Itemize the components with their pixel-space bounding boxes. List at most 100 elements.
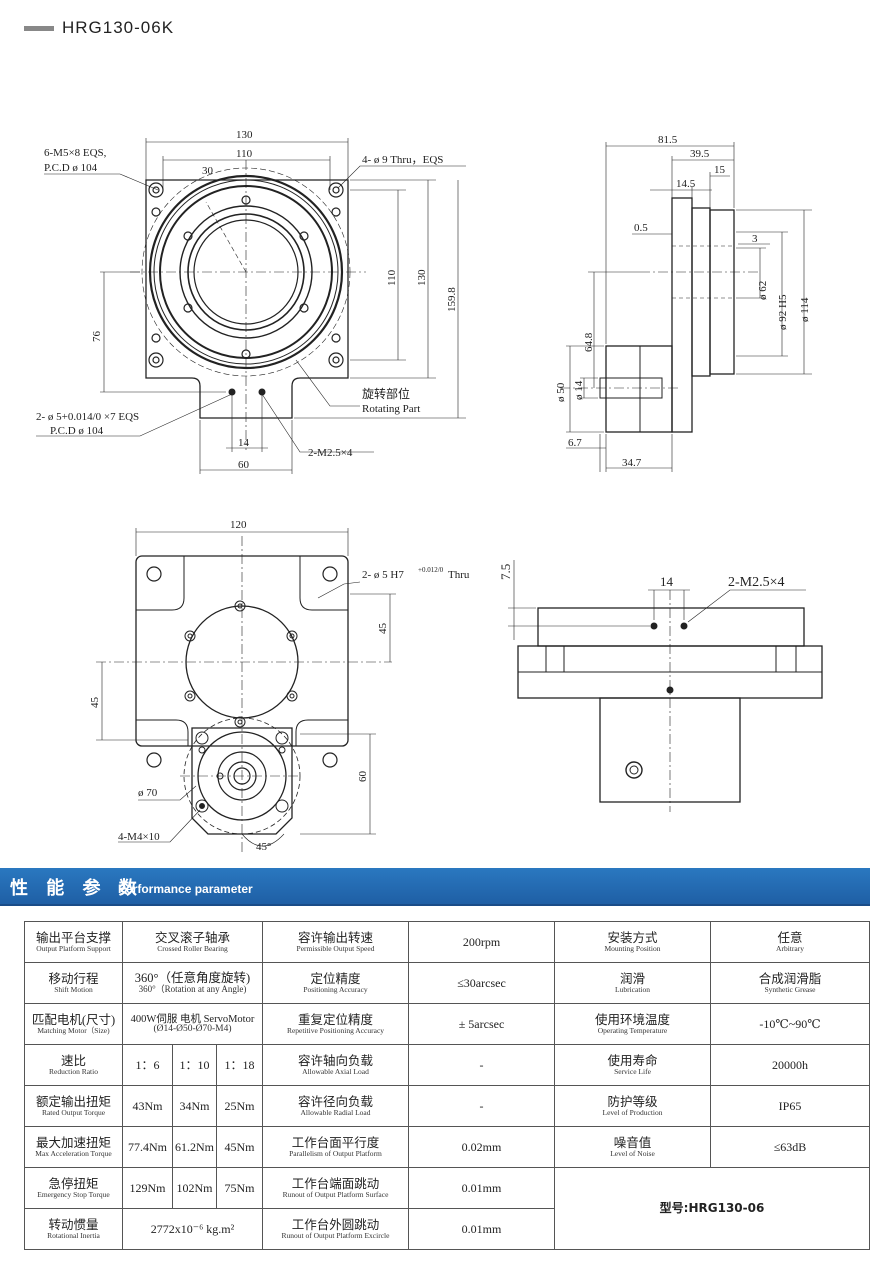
note-m4: 4-M4×10	[118, 831, 160, 843]
model-number: 型号:HRG130-06	[554, 1167, 870, 1250]
torque-value: 43Nm	[122, 1085, 173, 1127]
note-h7-tol: +0.012/0	[418, 566, 444, 574]
dim-14-5: 14.5	[676, 178, 696, 190]
param-value: -10℃~90℃	[710, 1003, 870, 1045]
dim-34-7: 34.7	[622, 457, 642, 469]
dim-39-5: 39.5	[690, 148, 710, 160]
dim-64-8: 64.8	[583, 332, 595, 352]
technical-drawing: 130 110 30 6-M5×8 EQS, P.C.D ø 104 4- ø …	[36, 129, 823, 853]
param-value: ≤30arcsec	[408, 962, 555, 1004]
torque-value: 77.4Nm	[122, 1126, 173, 1168]
performance-title-en: Performance parameter	[118, 882, 253, 896]
side-view	[560, 142, 812, 472]
param-value: 400W伺服 电机 ServoMotor(Ø14-Ø50-Ø70-M4)	[122, 1003, 263, 1045]
dim-7-5: 7.5	[498, 564, 513, 580]
model-title: HRG130-06K	[62, 18, 175, 37]
dim-110-vertical: 110	[386, 269, 398, 286]
ratio-value: 1：10	[172, 1044, 217, 1086]
dim-110: 110	[236, 148, 253, 160]
dim-45-a: 45	[377, 623, 389, 635]
dim-d70: ø 70	[138, 787, 158, 799]
note-thru: Thru	[448, 569, 470, 581]
note-holes: 4- ø 9 Thru，EQS	[362, 154, 443, 166]
dim-130: 130	[236, 129, 253, 141]
table-row: 匹配电机(尺寸)Matching Motor（Size) 400W伺服 电机 S…	[24, 1003, 870, 1045]
dim-d14: ø 14	[573, 380, 585, 400]
performance-banner: 性 能 参 数 Performance parameter	[0, 868, 870, 906]
param-value: 20000h	[710, 1044, 870, 1086]
note-pcd2: P.C.D ø 104	[50, 425, 104, 437]
torque-value: 61.2Nm	[172, 1126, 217, 1168]
param-value: 2772x10⁻⁶ kg.m²	[122, 1208, 263, 1250]
dim-15: 15	[714, 164, 726, 176]
param-value: IP65	[710, 1085, 870, 1127]
dim-81-5: 81.5	[658, 134, 678, 146]
dim-45-b: 45	[89, 697, 101, 709]
param-value: ≤63dB	[710, 1126, 870, 1168]
performance-title-cn: 性 能 参 数	[10, 878, 143, 899]
param-value: -	[408, 1085, 555, 1127]
param-value: -	[408, 1044, 555, 1086]
dim-d114: ø 114	[799, 297, 811, 322]
note-h7: 2- ø 5 H7	[362, 569, 404, 581]
dim-14: 14	[238, 437, 250, 449]
torque-value: 102Nm	[172, 1167, 217, 1209]
dim-120: 120	[230, 519, 247, 531]
note-m25-front: 2-M2.5×4	[728, 575, 785, 590]
param-value: 360°（任意角度旋转)360°（Rotation at any Angle)	[122, 962, 263, 1004]
param-label: 匹配电机(尺寸)Matching Motor（Size)	[24, 1003, 123, 1045]
rotating-part-cn: 旋转部位	[362, 386, 410, 401]
dim-6-7: 6.7	[568, 437, 582, 449]
bottom-view	[96, 528, 396, 852]
dim-d50: ø 50	[555, 382, 567, 402]
note-pcd1: P.C.D ø 104	[44, 162, 98, 174]
angle-45: 45°	[256, 841, 271, 853]
dim-60: 60	[357, 771, 369, 783]
param-value: 0.01mm	[408, 1208, 555, 1250]
dim-3: 3	[752, 233, 758, 245]
drawing-header: HRG130-06K	[24, 18, 174, 38]
torque-value: 75Nm	[216, 1167, 263, 1209]
rotating-part-en: Rotating Part	[362, 403, 420, 415]
dim-76: 76	[91, 331, 103, 343]
top-view	[36, 138, 466, 474]
header-bar	[24, 25, 54, 31]
torque-value: 34Nm	[172, 1085, 217, 1127]
dim-130-vertical: 130	[416, 269, 428, 286]
param-value: 0.01mm	[408, 1167, 555, 1209]
front-view	[508, 560, 823, 812]
angle-30: 30	[202, 165, 214, 177]
note-m25-top: 2-M2.5×4	[308, 447, 353, 459]
note-m5: 6-M5×8 EQS,	[44, 147, 107, 159]
dim-d62: ø 62	[757, 281, 769, 300]
dim-d92: ø 92 H5	[777, 294, 789, 330]
dim-159-8: 159.8	[446, 287, 458, 312]
dim-14-front: 14	[660, 574, 674, 589]
dim-0-5: 0.5	[634, 222, 648, 234]
